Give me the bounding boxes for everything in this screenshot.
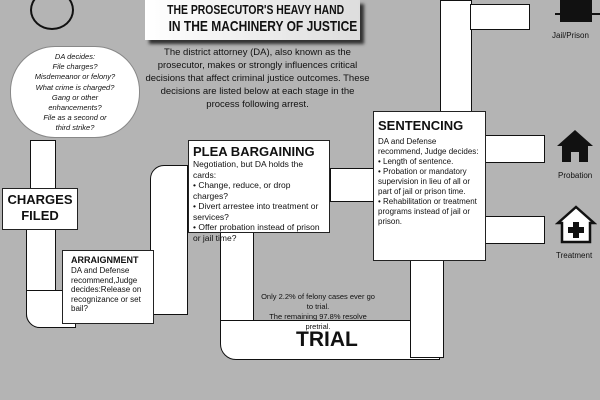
cloud-line: enhancements?	[48, 103, 102, 113]
sentencing-intro: DA and Defense recommend, Judge decides:	[378, 137, 479, 156]
title-line2: IN THE MACHINERY OF JUSTICE	[168, 18, 358, 35]
trial-note-line1: Only 2.2% of felony cases ever go to tri…	[261, 292, 375, 311]
cloud-line: File charges?	[52, 62, 98, 72]
pipe	[220, 320, 440, 360]
plea-intro: Negotiation, but DA holds the cards:	[193, 159, 304, 180]
charges-line1: CHARGES	[7, 192, 73, 207]
plea-bargaining-box: PLEA BARGAINING Negotiation, but DA hold…	[188, 140, 330, 243]
figure-icon	[30, 0, 74, 30]
intro-text: The district attorney (DA), also known a…	[145, 47, 370, 110]
plea-item: Change, reduce, or drop charges?	[193, 180, 325, 201]
trial-label: TRIAL	[296, 328, 358, 351]
pipe	[470, 4, 530, 30]
charges-filed-box: CHARGES FILED	[2, 188, 78, 230]
pipe	[150, 165, 188, 315]
pipe	[485, 135, 545, 163]
pipe	[410, 258, 444, 358]
cloud-line: Misdemeanor or felony?	[34, 72, 116, 82]
sentencing-item: Length of sentence.	[378, 157, 481, 167]
house-icon	[557, 130, 593, 162]
cloud-line: third strike?	[55, 123, 95, 133]
pipe	[485, 216, 545, 244]
treatment-house-icon	[555, 205, 597, 244]
sentencing-item: Rehabilitation or treatment programs ins…	[378, 197, 481, 227]
treatment-label: Treatment	[556, 251, 593, 260]
plea-title: PLEA BARGAINING	[193, 144, 315, 159]
title-line1: THE PROSECUTOR'S HEAVY HAND	[167, 2, 345, 17]
jail-label: Jail/Prison	[552, 31, 589, 40]
cloud-line: File as a second or	[43, 113, 107, 123]
sentencing-title: SENTENCING	[378, 118, 464, 133]
trial-note-line2: The remaining 97.8% resolve pretrial.	[269, 312, 367, 331]
arraignment-box: ARRAIGNMENT DA and Defense recommend,Jud…	[62, 250, 154, 324]
arraignment-text: DA and Defense recommend,Judge decides:R…	[71, 266, 142, 313]
sentencing-box: SENTENCING DA and Defense recommend, Jud…	[373, 111, 486, 261]
plea-item: Offer probation instead of prison or jai…	[193, 222, 325, 243]
pipe	[330, 168, 375, 202]
cloud-line: DA decides:	[54, 52, 96, 61]
thought-cloud: DA decides: File charges? Misdemeanor or…	[10, 46, 140, 138]
title-banner: THE PROSECUTOR'S HEAVY HAND IN THE MACHI…	[145, 0, 360, 40]
pipe	[440, 0, 472, 112]
pipe	[30, 140, 56, 190]
cloud-line: What crime is charged?	[35, 82, 115, 92]
arraignment-title: ARRAIGNMENT	[71, 255, 139, 265]
jail-icon	[555, 0, 600, 22]
plea-item: Divert arrestee into treatment or servic…	[193, 201, 325, 222]
charges-line2: FILED	[21, 208, 59, 223]
cloud-line: Gang or other	[51, 92, 99, 102]
probation-label: Probation	[558, 171, 593, 180]
trial-note: Only 2.2% of felony cases ever go to tri…	[258, 292, 378, 332]
sentencing-item: Probation or mandatory supervision in li…	[378, 167, 481, 197]
